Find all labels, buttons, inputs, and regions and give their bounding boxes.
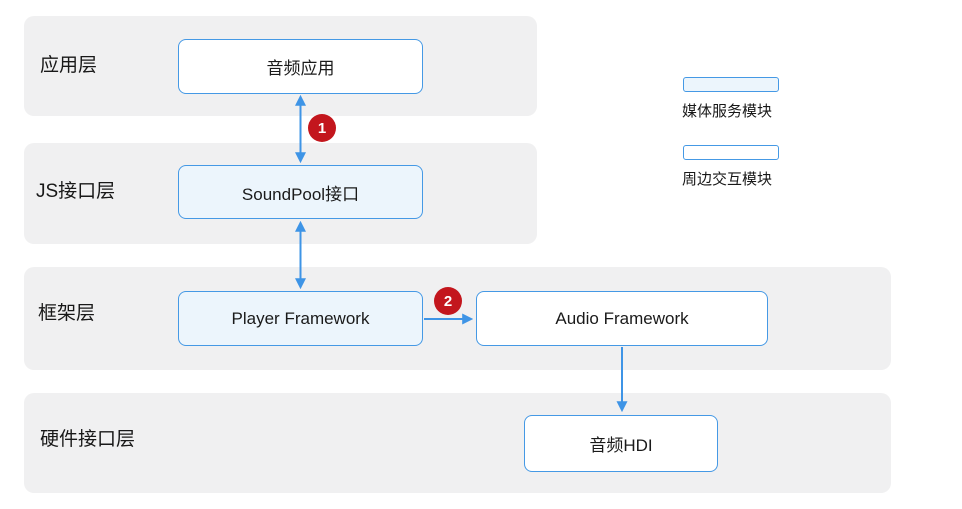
step-badge-1: 1: [308, 114, 336, 142]
node-player-framework: Player Framework: [178, 291, 423, 346]
band-hardware-interface-layer: [24, 393, 891, 493]
step-badge-2: 2: [434, 287, 462, 315]
hardware-interface-layer-label: 硬件接口层: [40, 429, 136, 450]
js-interface-layer-label: JS接口层: [36, 181, 116, 202]
application-layer-label: 应用层: [40, 55, 98, 76]
node-soundpool-api: SoundPool接口: [178, 165, 423, 219]
framework-layer-label: 框架层: [38, 303, 96, 324]
legend-swatch-media-service: [683, 77, 779, 92]
legend-label-peripheral: 周边交互模块: [682, 171, 773, 188]
legend-label-media-service: 媒体服务模块: [682, 103, 773, 120]
legend-swatch-peripheral: [683, 145, 779, 160]
node-audio-app: 音频应用: [178, 39, 423, 94]
node-audio-hdi: 音频HDI: [524, 415, 718, 472]
node-audio-framework: Audio Framework: [476, 291, 768, 346]
